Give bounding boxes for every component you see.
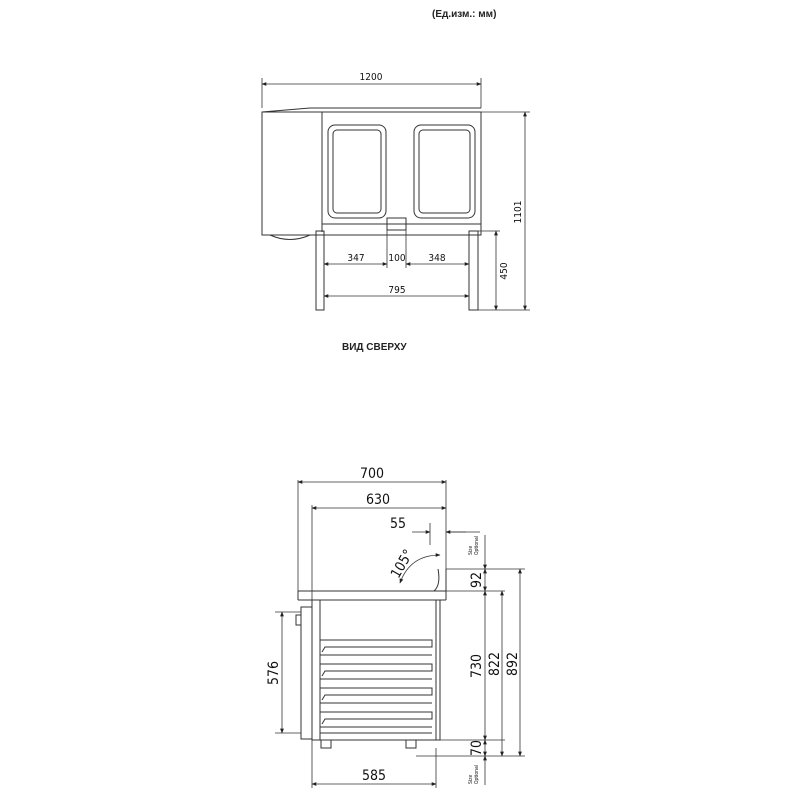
- note-bottom-optional: Optional: [474, 765, 480, 784]
- dim-door-gap-100: 100: [388, 253, 405, 264]
- dim-side-inner-630: 630: [366, 492, 390, 508]
- top-view-label: ВИД СВЕРХУ: [342, 342, 407, 353]
- note-top-size: Size: [468, 546, 474, 555]
- top-container-left: [327, 124, 387, 219]
- dim-side-top-92: 92: [469, 572, 485, 588]
- dim-side-lid-55: 55: [390, 516, 406, 532]
- dim-swing-450: 450: [499, 262, 510, 279]
- top-container-right: [413, 124, 476, 219]
- dim-side-width-700: 700: [360, 466, 384, 482]
- dim-side-base-585: 585: [362, 768, 386, 784]
- dim-door-right-348: 348: [428, 253, 445, 264]
- top-view: [261, 78, 530, 311]
- dim-side-mid-822: 822: [487, 652, 503, 676]
- top-door-right: [468, 230, 479, 311]
- units-label: (Ед.изм.: мм): [432, 9, 497, 20]
- side-foot-back: [405, 739, 417, 749]
- dim-side-body-730: 730: [469, 654, 485, 678]
- side-door: [300, 606, 313, 740]
- dim-depth-1101: 1101: [513, 201, 524, 224]
- dim-side-door-576: 576: [266, 661, 282, 685]
- dim-side-total-892: 892: [505, 652, 521, 676]
- side-trays: [320, 639, 433, 734]
- top-door-left: [315, 230, 325, 311]
- note-top-optional: Optional: [474, 536, 480, 555]
- dim-doors-total-795: 795: [388, 285, 405, 296]
- note-bottom-size: Size: [468, 775, 474, 784]
- dim-door-left-347: 347: [347, 253, 364, 264]
- side-foot-front: [320, 739, 332, 749]
- dim-side-legs-70: 70: [469, 740, 485, 756]
- side-view: [275, 480, 525, 788]
- dim-width-1200: 1200: [360, 72, 383, 83]
